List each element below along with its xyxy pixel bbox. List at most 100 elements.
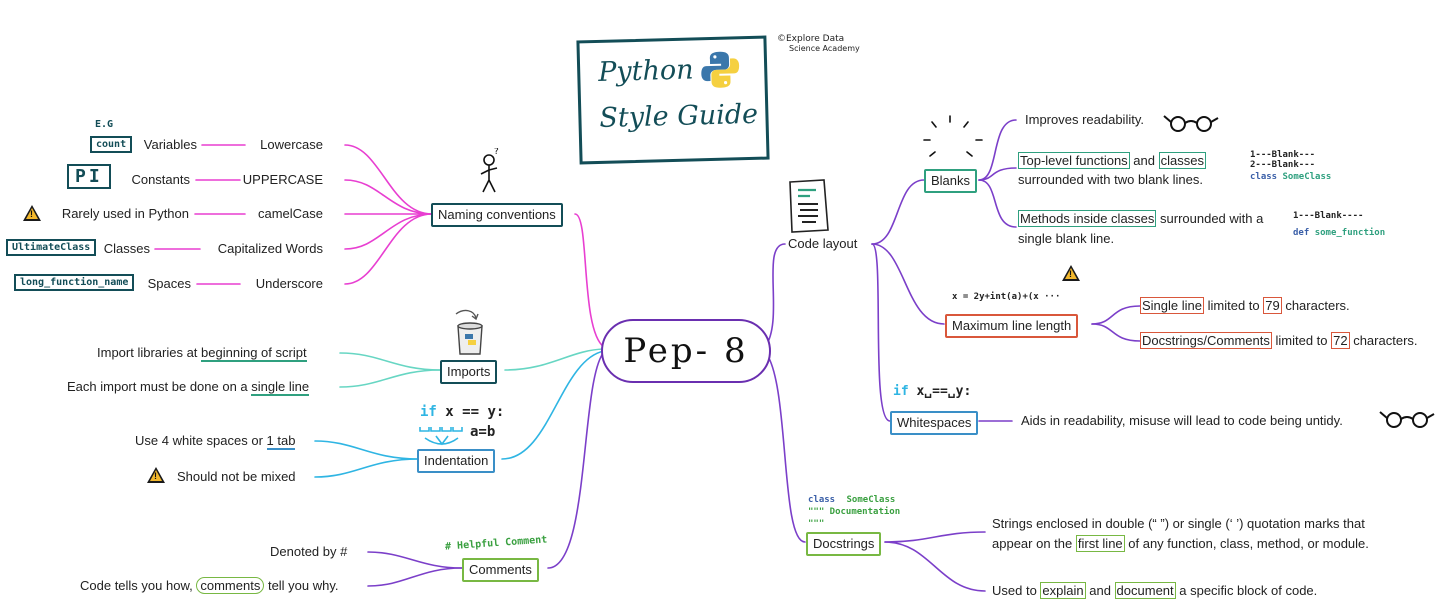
- docstrings-item-1-post: of any function, class, method, or modul…: [1124, 536, 1369, 551]
- docstring-sketch: class SomeClass """ Documentation """: [808, 494, 900, 530]
- glasses-icon: [1163, 115, 1219, 132]
- indentation-node: Indentation: [417, 449, 496, 473]
- docstrings-item-1-line-2: appear on the: [992, 536, 1076, 551]
- underscore-label: Underscore: [255, 276, 323, 291]
- blanks-sketch-1-name: SomeClass: [1282, 172, 1332, 182]
- docstrings-item-2-highlight-1: explain: [1040, 582, 1086, 599]
- warning-icon: !: [23, 205, 41, 221]
- maxlen-item-2-highlight: Docstrings/Comments: [1140, 332, 1272, 349]
- blanks-sketch-2: 1---Blank---- def some_function: [1293, 210, 1385, 240]
- whitespace-sketch-if: if: [893, 384, 909, 399]
- capitalized-words-label: Capitalized Words: [217, 241, 323, 256]
- title-line-1: Python: [597, 54, 694, 88]
- docstrings-node: Docstrings: [806, 532, 882, 556]
- python-logo-icon: [701, 51, 740, 88]
- docstrings-item-1-highlight: first line: [1075, 535, 1125, 552]
- lowercase-label: Lowercase: [260, 137, 323, 152]
- indentation-item-1-highlight: 1 tab: [266, 433, 296, 450]
- docstrings-item-1-text: Strings enclosed in double (“ ”) or sing…: [992, 516, 1365, 531]
- docstrings-item-2-post: a specific block of code.: [1175, 583, 1318, 598]
- eg-label: E.G: [95, 119, 114, 130]
- copyright-line-2: Science Academy: [789, 44, 860, 53]
- whitespace-sketch-rest: x␣==␣y:: [916, 384, 972, 399]
- docstrings-item-2-mid: and: [1085, 583, 1115, 598]
- imports-item-1: Import libraries at beginning of script: [97, 345, 307, 362]
- docstrings-item-2-text: Used to: [992, 583, 1041, 598]
- imports-item-2-highlight: single line: [251, 379, 310, 396]
- docstring-sketch-name: SomeClass: [846, 495, 896, 505]
- blanks-sketch-2-name: some_function: [1314, 228, 1386, 238]
- maxlen-item-2-number: 72: [1331, 332, 1350, 349]
- code-layout-node: Code layout: [788, 236, 858, 251]
- imports-item-2: Each import must be done on a single lin…: [67, 379, 310, 396]
- maxlen-item-1-highlight: Single line: [1140, 297, 1204, 314]
- maxlen-item-1-mid: limited to: [1204, 298, 1264, 313]
- maxlen-sketch: x = 2y+int(a)+(x ···: [952, 292, 1061, 302]
- glasses-icon: [1379, 411, 1435, 428]
- title-line-2: Style Guide: [599, 98, 759, 134]
- maxlen-item-1: Single line limited to 79 characters.: [1140, 297, 1350, 314]
- blanks-item-1: Improves readability.: [1025, 112, 1144, 127]
- copyright: ©Explore Data Science Academy: [777, 34, 860, 54]
- indentation-item-2: Should not be mixed: [177, 469, 296, 484]
- pi-tag: PI: [67, 164, 111, 189]
- copyright-line-1: ©Explore Data: [777, 34, 845, 44]
- count-tag: count: [90, 136, 133, 153]
- whitespaces-item: Aids in readability, misuse will lead to…: [1021, 413, 1343, 428]
- classes-label: Classes: [103, 241, 150, 256]
- maxlen-item-1-number: 79: [1263, 297, 1282, 314]
- blanks-sketch-1-line-2: 2---Blank---: [1250, 160, 1316, 170]
- comments-node: Comments: [462, 558, 539, 582]
- indent-sketch-if: if: [420, 404, 437, 420]
- comments-item-2-highlight: comments: [196, 577, 265, 594]
- comments-item-2-post: tell you why.: [267, 578, 339, 593]
- docstrings-item-2: Used to explain and document a specific …: [992, 582, 1318, 599]
- ultimateclass-tag: UltimateClass: [6, 239, 97, 256]
- blanks-item-3-text: surrounded with a: [1156, 211, 1264, 226]
- blanks-item-3-highlight: Methods inside classes: [1018, 210, 1157, 227]
- import-bucket-icon: [455, 309, 483, 355]
- blanks-item-2-mid: and: [1129, 153, 1159, 168]
- whitespaces-node: Whitespaces: [890, 411, 979, 435]
- maxlen-item-1-post: characters.: [1281, 298, 1350, 313]
- blanks-sketch-2-keyword: def: [1293, 228, 1310, 238]
- indentation-item-1-text: Use 4 white spaces or: [135, 433, 267, 448]
- docstring-sketch-line-2: """ Documentation: [808, 507, 901, 517]
- blanks-item-2: Top-level functions and classes surround…: [1018, 151, 1206, 189]
- warning-icon: !: [1062, 265, 1080, 281]
- imports-item-2-text: Each import must be done on a: [67, 379, 252, 394]
- center-node: Pep- 8: [601, 319, 771, 383]
- docstrings-item-2-highlight-2: document: [1114, 582, 1176, 599]
- blanks-sketch-1-line-1: 1---Blank---: [1250, 150, 1316, 160]
- blanks-sketch-1: 1---Blank--- 2---Blank--- class SomeClas…: [1250, 150, 1331, 182]
- long-function-name-tag: long_function_name: [14, 274, 135, 291]
- spaces-label: Spaces: [147, 276, 191, 291]
- code-document-icon: [789, 179, 829, 233]
- burst-icon: [923, 115, 983, 157]
- indent-sketch-cond: x == y:: [445, 404, 505, 420]
- docstrings-item-1: Strings enclosed in double (“ ”) or sing…: [992, 514, 1369, 554]
- variables-label: Variables: [143, 137, 197, 152]
- blanks-item-3: Methods inside classes surrounded with a…: [1018, 209, 1263, 249]
- indent-sketch-body: a=b: [470, 424, 496, 440]
- comments-item-2: Code tells you how, comments tell you wh…: [80, 577, 339, 594]
- blanks-sketch-1-keyword: class: [1250, 172, 1278, 182]
- blanks-node: Blanks: [924, 169, 978, 193]
- uppercase-label: UPPERCASE: [242, 172, 323, 187]
- imports-item-1-text: Import libraries at: [97, 345, 202, 360]
- camelcase-label: camelCase: [257, 206, 323, 221]
- svg-text:?: ?: [494, 148, 499, 157]
- blanks-item-2-line-2: surrounded with two blank lines.: [1018, 172, 1203, 187]
- maxlen-item-2-post: characters.: [1349, 333, 1418, 348]
- maxlen-item-2: Docstrings/Comments limited to 72 charac…: [1140, 332, 1418, 349]
- indent-sketch: if x == y:: [420, 404, 504, 420]
- maxlen-item-2-mid: limited to: [1271, 333, 1332, 348]
- imports-node: Imports: [440, 360, 498, 384]
- warning-icon: !: [147, 467, 165, 483]
- max-line-length-node: Maximum line length: [945, 314, 1079, 338]
- docstring-sketch-keyword: class: [808, 495, 836, 505]
- indentation-item-1: Use 4 white spaces or 1 tab: [135, 433, 296, 450]
- title-box: Python Style Guide: [576, 35, 770, 165]
- blanks-item-3-line-2: single blank line.: [1018, 231, 1115, 246]
